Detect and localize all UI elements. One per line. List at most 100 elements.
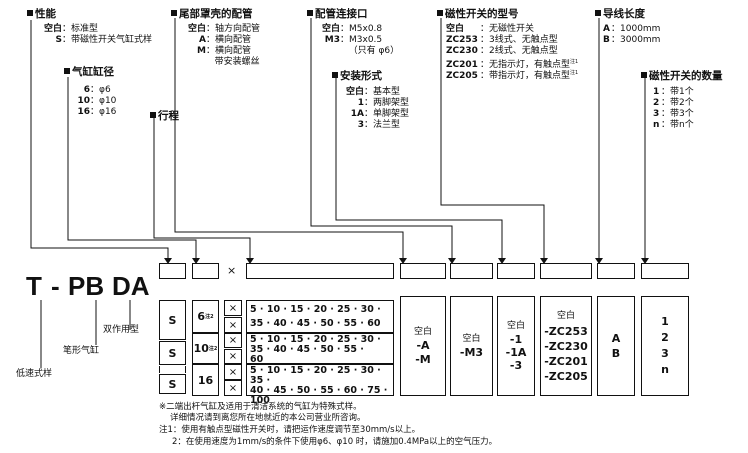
bullet-square-icon <box>64 68 70 74</box>
switch-qty-title-text: 磁性开关的数量 <box>649 70 723 82</box>
legend-key: ZC205 <box>446 71 478 81</box>
table-cell-switch-model: 空白 -ZC253 -ZC230 -ZC201 -ZC205 <box>540 296 592 396</box>
legend-value: φ10 <box>99 96 117 106</box>
bullet-square-icon <box>437 10 443 16</box>
table-cell-times: × <box>224 380 242 396</box>
cell-text: × <box>228 335 238 346</box>
bullet-square-icon <box>307 10 313 16</box>
note-contact-office: 详细情况请到离您所在地就近的本公司营业所咨询。 <box>170 413 366 423</box>
cell-text: -1A <box>505 346 527 359</box>
cell-text: 1 <box>661 315 669 328</box>
table-cell-times: × <box>224 349 242 364</box>
bullet-square-icon <box>171 10 177 16</box>
table-cell-mount: 空白 -1 -1A -3 <box>497 296 535 396</box>
legend-key: 3 <box>357 120 364 130</box>
cell-text: -ZC205 <box>544 369 588 383</box>
legend-value: （只有 φ6） <box>348 46 400 56</box>
legend-key: 空白 <box>43 24 62 34</box>
section-title-bore: 气缸缸径 <box>64 66 114 79</box>
cell-text: -ZC201 <box>544 354 588 368</box>
stroke-line: 5 · 10 · 15 · 20 · 25 · 30 · <box>250 334 381 345</box>
port-legend: 空白：M5x0.8 M3：M3x0.5 （只有 φ6） <box>314 24 399 57</box>
table-cell-strokes: 5 · 10 · 15 · 20 · 25 · 30 · 35 · 40 · 4… <box>246 364 394 406</box>
legend-value: 带磁性开关气缸式样 <box>71 35 153 45</box>
table-cell-times: × <box>224 364 242 380</box>
code-box-port <box>450 263 493 279</box>
cell-text: 16 <box>197 373 214 387</box>
legend-value: 无磁性开关 <box>489 24 535 34</box>
legend-key: 10 <box>77 96 90 106</box>
code-box-tail <box>400 263 446 279</box>
cell-text: n <box>661 363 669 376</box>
performance-legend: 空白：标准型 S：带磁性开关气缸式样 <box>36 24 152 46</box>
table-cell-port: 空白 -M3 <box>450 296 493 396</box>
footnote-marker: 注1 <box>570 59 579 65</box>
cell-text: 空白 <box>506 321 525 331</box>
mount-legend: 空白：基本型 1：两脚架型 1A：单脚架型 3：法兰型 <box>338 87 409 131</box>
legend-value: 带3个 <box>670 109 694 119</box>
legend-key: 空白 <box>187 24 206 34</box>
legend-value: 带n个 <box>670 120 694 130</box>
port-title-text: 配管连接口 <box>315 8 368 20</box>
cell-text: -ZC253 <box>544 324 588 338</box>
section-title-performance: 性能 <box>27 8 56 21</box>
legend-key: S <box>55 35 62 45</box>
cell-text: 3 <box>661 347 669 360</box>
cell-text: 10 <box>193 342 209 355</box>
cell-text: A <box>611 332 621 345</box>
legend-value: 两脚架型 <box>373 98 410 108</box>
stroke-line: 35 · 40 · 45 · 50 · 55 · 60 <box>250 318 381 329</box>
cell-text: × <box>228 382 238 394</box>
section-title-lead-length: 导线长度 <box>595 8 645 21</box>
tail-legend: 空白：轴方向配管 A：横向配管 M：横向配管 带安装螺丝 <box>180 24 260 68</box>
cell-text: S <box>168 346 177 360</box>
legend-value: 无指示灯，有触点型 <box>489 60 571 70</box>
cell-text: B <box>611 347 621 360</box>
cell-text: -M3 <box>459 346 484 359</box>
footnote-marker: 注2 <box>205 314 214 320</box>
legend-value: 带2个 <box>670 98 694 108</box>
legend-value: φ16 <box>99 107 117 117</box>
legend-key: A <box>199 35 206 45</box>
model-letters-da: DA <box>112 271 150 301</box>
table-cell-tail: 空白 -A -M <box>400 296 446 396</box>
legend-value: 标准型 <box>71 24 99 34</box>
code-box-switch-model <box>540 263 592 279</box>
legend-value: 带安装螺丝 <box>214 57 260 67</box>
bore-legend: 6：φ6 10：φ10 16：φ16 <box>72 85 116 118</box>
bullet-square-icon <box>150 112 156 118</box>
label-pen-cylinder: 笔形气缸 <box>63 346 100 356</box>
lead-title-text: 导线长度 <box>603 8 645 20</box>
footnote-marker: 注2 <box>208 346 218 352</box>
legend-value: 横向配管 <box>215 35 252 45</box>
table-cell-strokes: 5 · 10 · 15 · 20 · 25 · 30 · 35 · 40 · 4… <box>246 300 394 333</box>
legend-key: 1 <box>653 87 660 97</box>
legend-key: 1A <box>350 109 364 119</box>
cell-text: × <box>228 302 238 314</box>
lead-legend: A：1000mm B：3000mm <box>603 24 661 45</box>
section-title-tail-piping: 尾部罩壳的配管 <box>171 8 253 21</box>
s-column-divider <box>159 366 186 373</box>
stroke-line: 60 <box>250 354 264 365</box>
legend-value: 轴方向配管 <box>215 24 261 34</box>
legend-key: ZC253 <box>446 35 478 45</box>
cell-text: S <box>168 377 177 391</box>
legend-value: 3线式、无触点型 <box>489 35 558 45</box>
table-cell-times: × <box>224 317 242 333</box>
footnote-marker: 注1 <box>570 70 579 76</box>
section-title-port: 配管连接口 <box>307 8 368 21</box>
stroke-line: 5 · 10 · 15 · 20 · 25 · 30 · 35 · <box>250 365 381 386</box>
legend-value: 2线式、无触点型 <box>489 46 558 56</box>
model-dash: - <box>51 271 60 301</box>
legend-key: ZC201 <box>446 60 478 70</box>
cell-text: -A <box>416 339 430 352</box>
table-cell-strokes: 5 · 10 · 15 · 20 · 25 · 30 · 35 · 40 · 4… <box>246 333 394 365</box>
legend-value: 横向配管 <box>215 46 252 56</box>
table-cell-bore: 16 <box>192 364 219 396</box>
label-low-speed: 低速式样 <box>16 369 53 379</box>
model-letter-t: T <box>26 271 42 301</box>
code-box-mount <box>497 263 535 279</box>
legend-value: 单脚架型 <box>373 109 410 119</box>
